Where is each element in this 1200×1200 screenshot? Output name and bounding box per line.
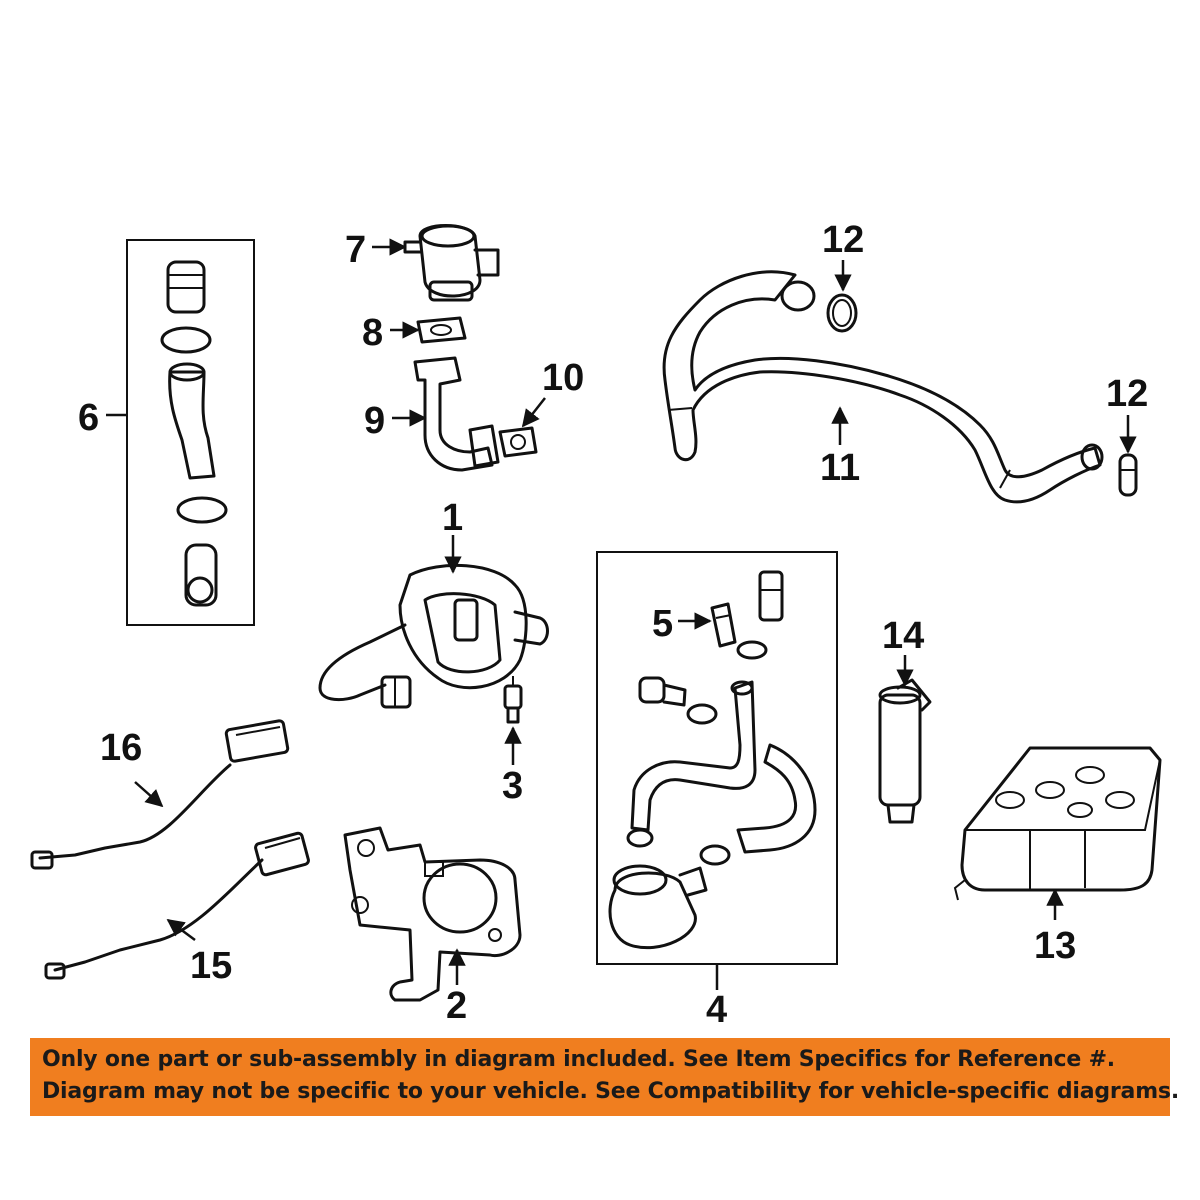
part-12-clamp-top[interactable] <box>826 293 858 333</box>
callout-3: 3 <box>502 765 523 807</box>
callout-6: 6 <box>78 397 99 439</box>
callout-11: 11 <box>820 447 860 489</box>
callout-2: 2 <box>446 985 467 1027</box>
part-16-oxygen-sensor[interactable] <box>30 719 290 870</box>
part-9-pipe[interactable] <box>413 356 500 472</box>
callout-13: 13 <box>1034 925 1076 967</box>
callout-12-right: 12 <box>1106 373 1148 415</box>
part-4-assembly[interactable] <box>608 570 817 950</box>
part-1-air-pump[interactable] <box>318 563 549 709</box>
disclaimer-banner: Only one part or sub-assembly in diagram… <box>30 1038 1179 1116</box>
part-15-oxygen-sensor[interactable] <box>44 831 310 980</box>
part-3-sensor[interactable] <box>503 676 523 724</box>
part-11-hose[interactable] <box>662 270 1104 504</box>
part-13-canister[interactable] <box>953 746 1162 901</box>
part-5-connector[interactable] <box>710 602 737 648</box>
disclaimer-line-1: Only one part or sub-assembly in diagram… <box>42 1047 1115 1072</box>
part-7-valve[interactable] <box>403 224 500 302</box>
group-box-4 <box>596 551 838 965</box>
part-6-hose-assembly[interactable] <box>160 260 228 607</box>
callout-7: 7 <box>345 229 366 271</box>
callout-16: 16 <box>100 727 142 769</box>
disclaimer-line-2: Diagram may not be specific to your vehi… <box>42 1079 1179 1104</box>
part-12-clamp-right[interactable] <box>1118 453 1138 497</box>
part-14-filter[interactable] <box>878 678 932 824</box>
callout-4: 4 <box>706 989 727 1031</box>
callout-10: 10 <box>542 357 584 399</box>
callout-12-top: 12 <box>822 219 864 261</box>
callout-5: 5 <box>652 603 673 645</box>
part-8-gasket[interactable] <box>416 316 467 344</box>
callout-9: 9 <box>364 400 385 442</box>
callout-1: 1 <box>442 497 463 539</box>
callout-8: 8 <box>362 312 383 354</box>
part-10-gasket[interactable] <box>498 426 538 458</box>
part-2-bracket[interactable] <box>343 826 522 1002</box>
callout-14: 14 <box>882 615 924 657</box>
group-box-6 <box>126 239 255 626</box>
callout-15: 15 <box>190 945 232 987</box>
